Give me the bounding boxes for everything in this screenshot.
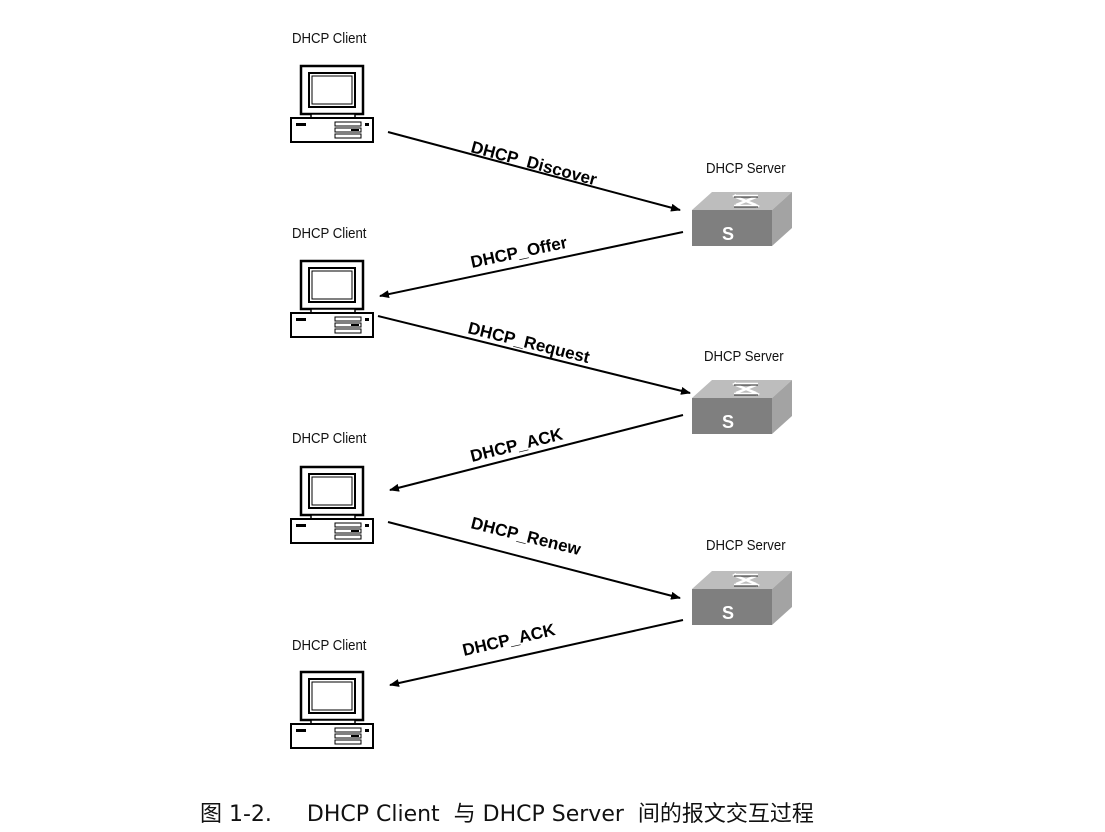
- message-arrow: DHCP_ACK: [389, 619, 684, 687]
- computer-icon: [289, 670, 375, 750]
- client-label: DHCP Client: [292, 429, 367, 446]
- figure-caption: 图 1-2. DHCP Client 与 DHCP Server 间的报文交互过…: [200, 802, 814, 827]
- server-label: DHCP Server: [704, 347, 784, 364]
- dhcp-exchange-diagram: DHCP Client DHCP Client DHCP Client DHCP…: [289, 29, 794, 750]
- switch-letter: S: [722, 224, 734, 244]
- message-label: DHCP_ACK: [468, 424, 565, 465]
- message-label: DHCP_Renew: [469, 513, 583, 559]
- client-node: DHCP Client: [289, 29, 375, 144]
- client-node: DHCP Client: [289, 429, 375, 545]
- server-node: DHCP Server S: [690, 159, 794, 248]
- server-node: DHCP Server S: [690, 536, 794, 627]
- message-label: DHCP_Discover: [469, 138, 599, 190]
- server-node: DHCP Server S: [690, 347, 794, 436]
- message-arrow: DHCP_Renew: [387, 513, 681, 600]
- client-node: DHCP Client: [289, 224, 375, 339]
- client-label: DHCP Client: [292, 29, 367, 46]
- client-label: DHCP Client: [292, 224, 367, 241]
- client-node: DHCP Client: [289, 636, 375, 750]
- message-arrow: DHCP_Discover: [387, 131, 681, 212]
- server-label: DHCP Server: [706, 159, 786, 176]
- computer-icon: [289, 465, 375, 545]
- computer-icon: [289, 64, 375, 144]
- server-label: DHCP Server: [706, 536, 786, 553]
- switch-icon: [690, 378, 794, 436]
- message-arrow: DHCP_Offer: [379, 231, 684, 299]
- computer-icon: [289, 259, 375, 339]
- message-arrow: DHCP_ACK: [389, 414, 684, 492]
- switch-letter: S: [722, 603, 734, 623]
- client-label: DHCP Client: [292, 636, 367, 653]
- switch-icon: [690, 190, 794, 248]
- switch-letter: S: [722, 412, 734, 432]
- message-label: DHCP_ACK: [461, 620, 558, 660]
- switch-icon: [690, 569, 794, 627]
- message-arrow: DHCP_Request: [377, 315, 691, 395]
